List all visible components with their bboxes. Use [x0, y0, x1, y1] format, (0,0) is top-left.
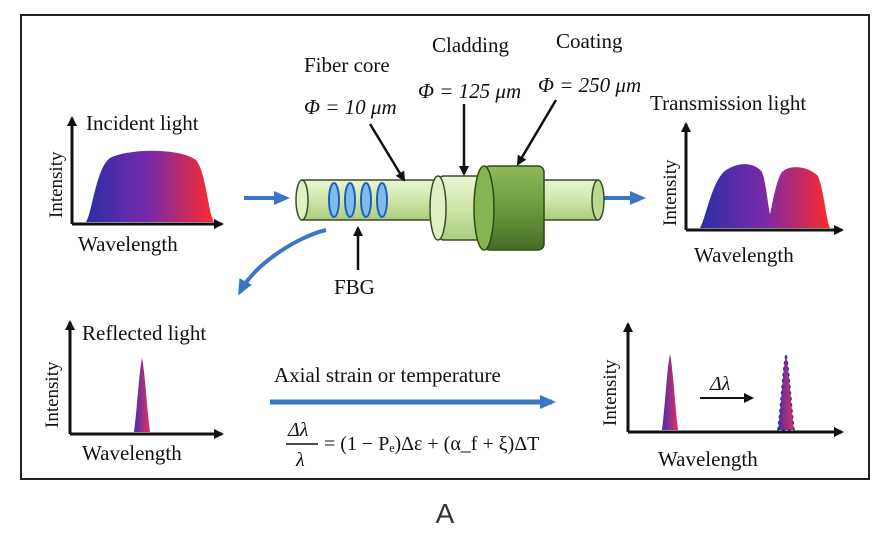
shift-delta-label: Δλ	[709, 373, 731, 395]
transmission-wavelength-label: Wavelength	[694, 243, 794, 267]
fbg-label: FBG	[334, 275, 375, 299]
transmission-light-panel: Transmission light Intensity Wavelength	[650, 91, 844, 267]
shift-intensity-label: Intensity	[600, 359, 621, 426]
reflected-wavelength-label: Wavelength	[82, 441, 182, 465]
shift-panel: Δλ Intensity Wavelength	[600, 322, 844, 471]
fbg-equation: Δλ λ = (1 − Pₑ)Δε + (α_f + ξ)ΔT	[286, 419, 539, 471]
fiber-core-end	[295, 179, 309, 221]
reflected-light-panel: Reflected light Intensity Wavelength	[42, 320, 224, 465]
figure-caption: A	[435, 498, 455, 529]
equation-numerator: Δλ	[287, 419, 309, 441]
shift-moved-peak	[777, 353, 795, 431]
incident-light-panel: Incident light Intensity Wavelength	[46, 111, 224, 256]
reflected-peak	[134, 358, 150, 432]
reflection-arrow	[238, 228, 327, 296]
cladding-label: Cladding	[432, 33, 509, 57]
reflected-intensity-label: Intensity	[42, 361, 63, 428]
core-pointer	[368, 123, 406, 182]
coating-pointer	[516, 99, 558, 166]
shift-original-peak	[662, 354, 678, 430]
transmission-intensity-label: Intensity	[660, 159, 681, 226]
coating-label: Coating	[556, 29, 623, 53]
transmission-spectrum	[700, 164, 830, 228]
shift-wavelength-label: Wavelength	[658, 447, 758, 471]
optical-fiber	[295, 165, 605, 251]
incident-intensity-label: Intensity	[46, 151, 67, 218]
incident-wavelength-label: Wavelength	[78, 232, 178, 256]
equation-denominator: λ	[295, 449, 305, 471]
incident-spectrum	[86, 150, 214, 222]
axial-strain-label: Axial strain or temperature	[274, 363, 501, 387]
fiber-core-label: Fiber core	[304, 53, 390, 77]
cladding-diameter-label: Φ = 125 μm	[418, 79, 521, 103]
reflected-light-label: Reflected light	[82, 321, 206, 345]
core-diameter-label: Φ = 10 μm	[304, 95, 397, 119]
equation-rhs: = (1 − Pₑ)Δε + (α_f + ξ)ΔT	[324, 433, 539, 455]
transmission-light-label: Transmission light	[650, 91, 806, 115]
coating-diameter-label: Φ = 250 μm	[538, 73, 641, 97]
incident-light-label: Incident light	[86, 111, 199, 135]
fbg-grating	[328, 182, 388, 218]
